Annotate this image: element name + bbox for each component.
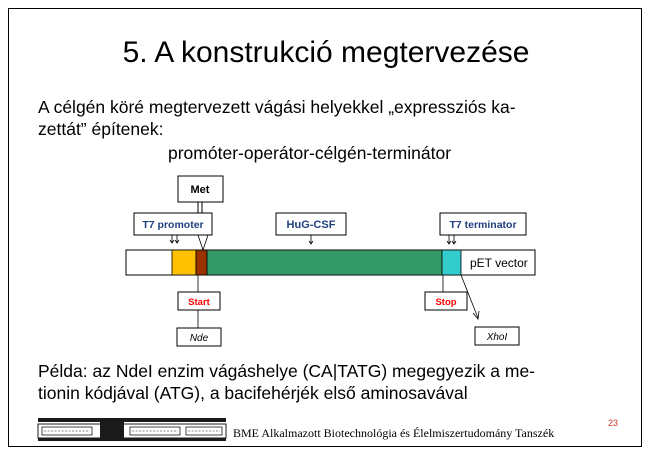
met-label: Met [191,184,210,196]
t7-promoter-label: T7 promoter [142,219,203,231]
intro-text: A célgén köré megtervezett vágási helyek… [38,96,608,140]
start-label: Start [188,297,210,308]
intro-line-1: A célgén köré megtervezett vágási helyek… [38,97,516,117]
xhoi-label: XhoI [486,332,508,343]
footer-institution: BME Alkalmazott Biotechnológia és Élelmi… [233,426,555,440]
terminator-segment [441,249,462,276]
met-pointer [197,234,209,252]
stop-label: Stop [435,297,456,308]
bme-logo [37,418,227,441]
hug-csf-label: HuG-CSF [287,219,336,231]
stop-box [424,291,468,311]
xhoi-connector [460,274,479,319]
slide-title: 5. A konstrukció megtervezése [122,36,530,69]
example-text: Példa: az NdeI enzim vágáshelye (CA|TATG… [38,360,618,404]
met-codon-segment [195,249,208,276]
nde-label: Nde [190,333,209,344]
gene-segment [206,249,443,276]
t7-terminator-box [439,212,527,236]
t7-terminator-label: T7 terminator [449,219,516,231]
met-box [177,175,224,203]
page-number: 23 [608,418,619,428]
t7-promoter-box [133,212,213,236]
nde-box [176,327,222,347]
gene-pointer [308,235,314,245]
start-box [177,291,221,311]
xhoi-arrowhead [472,310,480,320]
promoter-segment [171,249,197,276]
example-line-2: tionin kódjával (ATG), a bacifehérjék el… [38,383,468,403]
terminator-pointer [446,235,457,245]
cassette-subtitle: promóter-operátor-célgén-terminátor [168,143,452,163]
vector-label: pET vector [470,256,528,270]
promoter-pointer [169,235,180,244]
intro-line-2: zettát” építenek: [38,119,164,139]
example-line-1: Példa: az NdeI enzim vágáshelye (CA|TATG… [38,361,536,381]
xhoi-box [474,326,520,346]
